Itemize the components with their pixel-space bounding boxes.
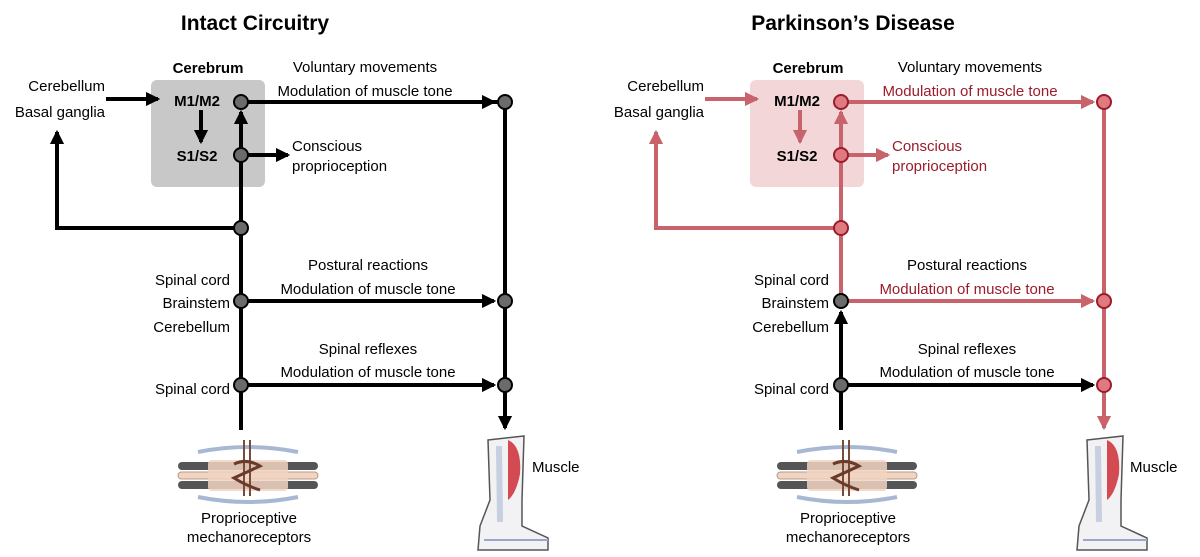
- node-out-mid: [1096, 293, 1112, 309]
- node-out-bottom: [1096, 377, 1112, 393]
- brainstem-label: Brainstem: [761, 295, 829, 312]
- leg-muscle-illustration: [1076, 435, 1148, 551]
- conscious-label: Conscious: [892, 138, 962, 155]
- spinal-reflexes-label: Spinal reflexes: [918, 341, 1016, 358]
- voluntary-movements-label: Voluntary movements: [293, 59, 437, 76]
- spinal-cord-lower-label: Spinal cord: [155, 381, 230, 398]
- postural-reactions-label: Postural reactions: [308, 257, 428, 274]
- node-brainstem: [233, 293, 249, 309]
- modulation-top-label: Modulation of muscle tone: [882, 83, 1057, 100]
- node-s1s2: [833, 147, 849, 163]
- node-s1s2: [233, 147, 249, 163]
- node-brainstem: [833, 293, 849, 309]
- pathways: [648, 91, 1112, 431]
- node-spinal-cord: [233, 377, 249, 393]
- loop-to-basal-ganglia: [648, 129, 841, 230]
- proprioception-label: proprioception: [892, 158, 987, 175]
- cerebrum-label: Cerebrum: [773, 60, 844, 77]
- input-cerebellum-label: Cerebellum: [28, 78, 105, 95]
- panel-intact: Intact Circuitry Cerebrum M1/M2 S1/S2 Ce…: [15, 12, 580, 551]
- node-out-top: [497, 94, 513, 110]
- postural-reactions-label: Postural reactions: [907, 257, 1027, 274]
- spinal-cord-upper-label: Spinal cord: [155, 272, 230, 289]
- receptor-label-2: mechanoreceptors: [786, 529, 910, 546]
- muscle-label: Muscle: [532, 459, 580, 476]
- muscle-label: Muscle: [1130, 459, 1178, 476]
- spinal-reflexes-label: Spinal reflexes: [319, 341, 417, 358]
- nodes: [833, 94, 1112, 393]
- spinal-cord-lower-label: Spinal cord: [754, 381, 829, 398]
- s1s2-label: S1/S2: [777, 148, 818, 165]
- node-out-bottom: [497, 377, 513, 393]
- voluntary-movements-label: Voluntary movements: [898, 59, 1042, 76]
- panel-parkinsons: Parkinson’s Disease Cerebrum M1/M2 S1/S2…: [614, 12, 1178, 551]
- node-spinal-cord: [833, 377, 849, 393]
- panel-title: Parkinson’s Disease: [751, 12, 955, 35]
- input-cerebellum-label: Cerebellum: [627, 78, 704, 95]
- node-out-top: [1096, 94, 1112, 110]
- modulation-top-label: Modulation of muscle tone: [277, 83, 452, 100]
- node-m1m2: [833, 94, 849, 110]
- receptor-label-1: Proprioceptive: [201, 510, 297, 527]
- modulation-mid-label: Modulation of muscle tone: [879, 281, 1054, 298]
- receptor-label-1: Proprioceptive: [800, 510, 896, 527]
- cerebellum-lower-label: Cerebellum: [153, 319, 230, 336]
- cerebrum-label: Cerebrum: [173, 60, 244, 77]
- node-branch: [833, 220, 849, 236]
- conscious-label: Conscious: [292, 138, 362, 155]
- loop-to-basal-ganglia: [49, 129, 241, 230]
- m1m2-label: M1/M2: [174, 93, 220, 110]
- input-basal-ganglia-label: Basal ganglia: [614, 104, 705, 121]
- cerebellum-lower-label: Cerebellum: [752, 319, 829, 336]
- node-out-mid: [497, 293, 513, 309]
- spinal-cord-upper-label: Spinal cord: [754, 272, 829, 289]
- modulation-mid-label: Modulation of muscle tone: [280, 281, 455, 298]
- panel-title: Intact Circuitry: [181, 12, 330, 35]
- mechanoreceptor-illustration: [177, 440, 319, 504]
- mechanoreceptor-illustration: [776, 440, 918, 504]
- brainstem-label: Brainstem: [162, 295, 230, 312]
- receptor-label-2: mechanoreceptors: [187, 529, 311, 546]
- m1m2-label: M1/M2: [774, 93, 820, 110]
- nodes: [233, 94, 513, 393]
- leg-muscle-illustration: [477, 435, 549, 551]
- s1s2-label: S1/S2: [177, 148, 218, 165]
- node-m1m2: [233, 94, 249, 110]
- pathways: [49, 91, 513, 431]
- input-basal-ganglia-label: Basal ganglia: [15, 104, 106, 121]
- node-branch: [233, 220, 249, 236]
- modulation-bottom-label: Modulation of muscle tone: [280, 364, 455, 381]
- proprioception-label: proprioception: [292, 158, 387, 175]
- modulation-bottom-label: Modulation of muscle tone: [879, 364, 1054, 381]
